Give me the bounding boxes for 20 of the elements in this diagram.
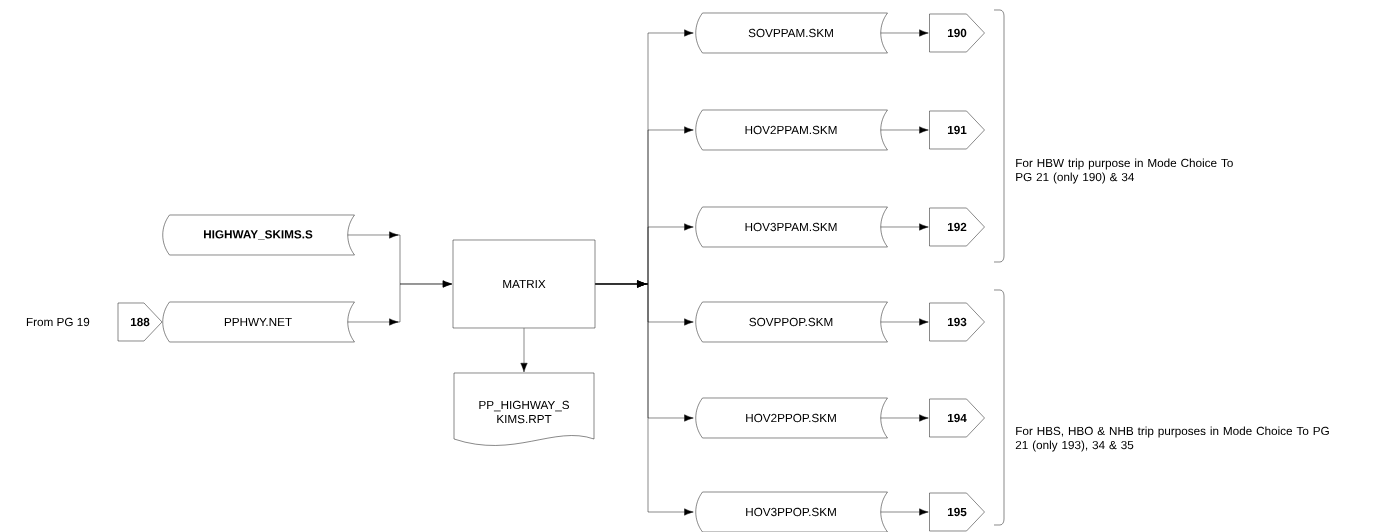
arrow <box>347 280 453 326</box>
arrow <box>880 29 929 37</box>
process-box: MATRIX <box>452 239 596 329</box>
arrow <box>880 318 929 326</box>
off-page-connector: 195 <box>929 492 985 532</box>
arrow <box>880 508 929 516</box>
arrow <box>520 328 528 373</box>
off-page-connector: 194 <box>929 398 985 438</box>
off-page-connector: 188 <box>117 302 163 342</box>
arrow <box>880 414 929 422</box>
arrow <box>880 223 929 231</box>
off-page-connector: 191 <box>929 110 985 150</box>
note-text: For HBW trip purpose in Mode Choice To PG 21 (only 190) & 34 <box>1016 158 1233 184</box>
arrow <box>595 280 694 516</box>
off-page-connector: 193 <box>929 302 985 342</box>
note-text: For HBS, HBO & NHB trip purposes in Mode Choice To PG 21 (only 193), 34 & 35 <box>1015 426 1329 452</box>
arrow <box>880 126 929 134</box>
side-note: From PG 19 <box>26 317 90 327</box>
off-page-connector: 190 <box>929 13 985 53</box>
off-page-connector: 192 <box>929 207 985 247</box>
